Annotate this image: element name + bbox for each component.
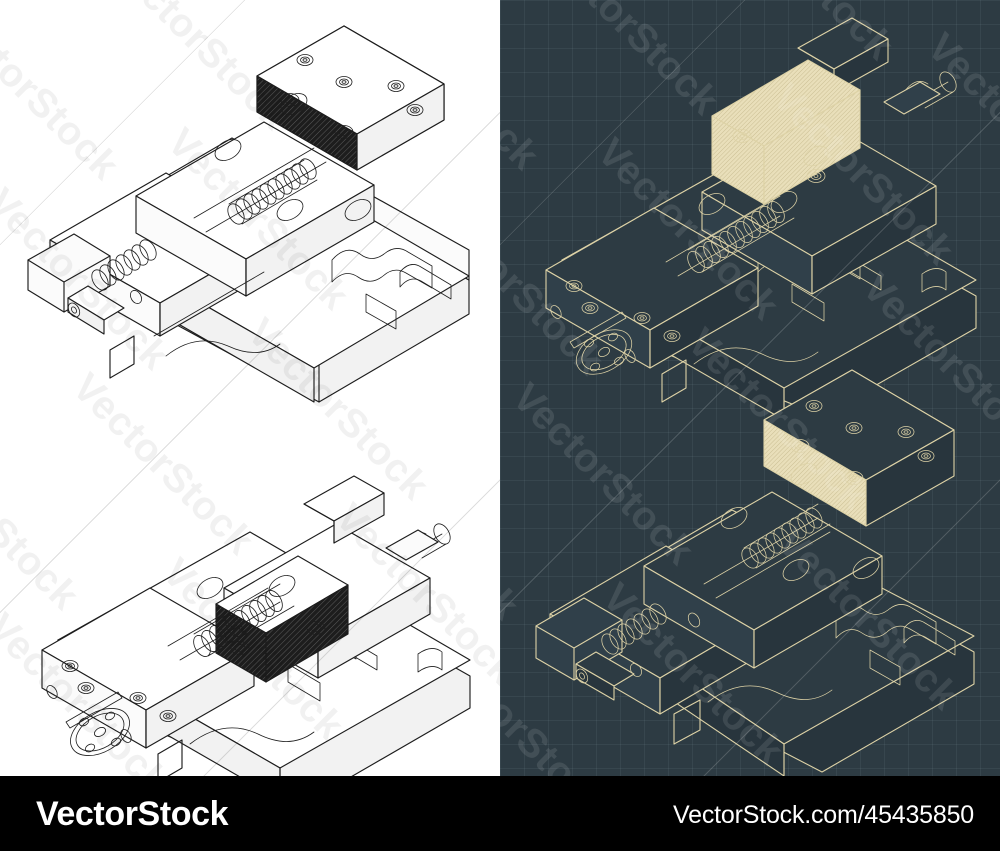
vise-view-top-right <box>516 12 994 421</box>
vectorstock-url: VectorStock.com/45435850 <box>673 801 974 829</box>
vise-view-bottom-left <box>18 392 488 776</box>
vectorstock-logo: VectorStock <box>36 795 229 833</box>
vise-view-top-left <box>14 18 484 403</box>
watermark-label: VectorStock <box>0 230 8 429</box>
vise-view-bottom-right <box>518 369 996 776</box>
light-blueprint-panel: VectorStock VectorStock VectorStock Vect… <box>0 0 500 776</box>
footer-bar: VectorStock VectorStock.com/45435850 <box>0 776 1000 851</box>
dark-blueprint-panel: VectorStock VectorStock VectorStock Vect… <box>500 0 1000 776</box>
